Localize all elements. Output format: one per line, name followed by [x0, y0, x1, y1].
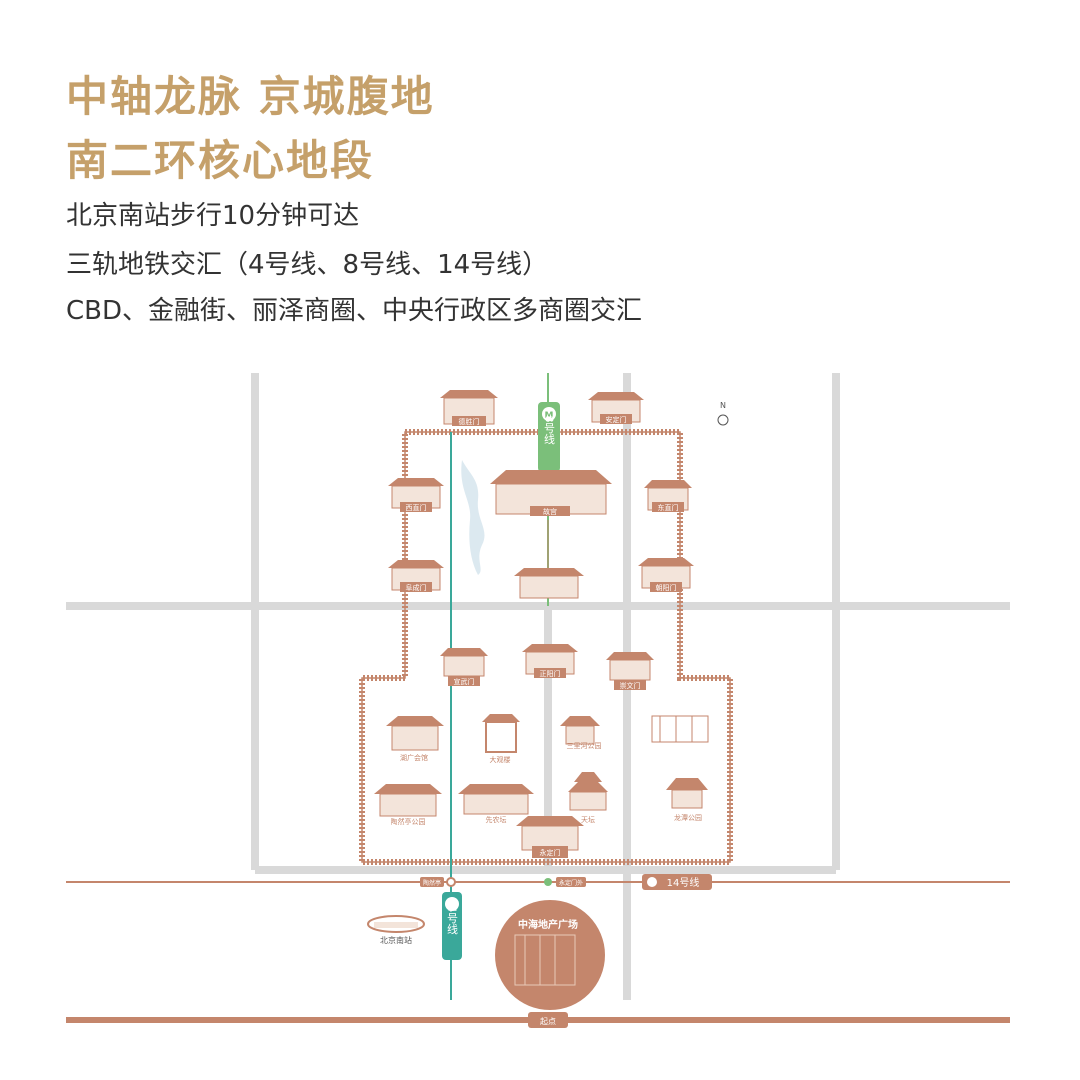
sanyuan-building [560, 716, 600, 745]
terminus-label: 起点 [540, 1017, 556, 1026]
chaoyangmen-building [638, 558, 694, 592]
qianmen-building [522, 644, 578, 678]
deshengmen-building [440, 390, 498, 426]
yongdingmenwai-station-tag [556, 877, 586, 887]
huguang-hall-label: 湖广会馆 [400, 753, 428, 762]
taoranting-building [374, 784, 442, 817]
dongzhimen-label: 东直门 [658, 503, 679, 512]
project-marker [495, 900, 605, 1010]
line8-label: 8号线 [543, 416, 556, 445]
line4-label: 4号线 [446, 906, 459, 935]
huguang-hall-building [386, 716, 444, 751]
bullet-text-2: 三轨地铁交汇（4号线、8号线、14号线） [66, 250, 549, 280]
qianmen-label: 正阳门 [540, 669, 561, 678]
chongwenmen-building [606, 652, 654, 690]
tiantan-building [568, 772, 608, 811]
tiananmen-building [514, 568, 584, 599]
longtan-top-building [651, 715, 709, 743]
xiannongtan-label: 先农坛 [486, 815, 507, 824]
terminus-tag [528, 1012, 568, 1028]
line4-badge [442, 892, 462, 960]
forbidden-city-building [490, 470, 612, 516]
taoranting-station-label: 陶然亭 [423, 879, 441, 887]
headline-line-2: 南二环核心地段 [66, 136, 375, 185]
forbidden-city-label: 故宫 [543, 507, 557, 516]
lake [461, 460, 485, 575]
dongzhimen-building [644, 480, 692, 512]
sanyuan-label: 三里河公园 [567, 742, 602, 750]
xuanwumen-building [440, 648, 488, 686]
bullet-text-1: 北京南站步行10分钟可达 [66, 201, 360, 231]
yongdingmen-label: 永定门 [540, 848, 561, 857]
bullet-text-3: CBD、金融街、丽泽商圈、中央行政区多商圈交汇 [66, 296, 643, 326]
longtan-building [666, 778, 708, 809]
daguanlou-building [482, 714, 520, 753]
daguanlou-label: 大观楼 [490, 755, 511, 764]
taoranting-label: 陶然亭公园 [391, 817, 426, 826]
xizhimen-building [388, 478, 444, 512]
longtan-label: 龙潭公园 [674, 813, 702, 822]
yongdingmenwai-station-label: 永定门外 [559, 879, 583, 887]
taoranting-station-tag [420, 877, 444, 887]
deshengmen-label: 德胜门 [459, 417, 480, 426]
xizhimen-label: 西直门 [406, 503, 427, 512]
chaoyangmen-label: 朝阳门 [656, 583, 677, 592]
taoranting-station-dot [446, 877, 456, 887]
line14-label: 14号线 [667, 876, 700, 889]
chongwenmen-label: 崇文门 [620, 681, 641, 690]
andingmen-label: 安定门 [606, 415, 627, 424]
project-label: 中海地产广场 [518, 918, 578, 931]
xuanwumen-label: 宣武门 [454, 677, 475, 686]
yongdingmen-building [516, 816, 584, 858]
city-wall [359, 429, 733, 865]
andingmen-building [588, 392, 644, 424]
headline-line-1: 中轴龙脉 京城腹地 [66, 72, 435, 121]
beijing-south-label: 北京南站 [380, 935, 412, 945]
beijing-south-building [367, 915, 425, 933]
compass-icon [717, 414, 729, 426]
yongdingmenwai-station-dot [544, 878, 552, 886]
line8-badge: M [538, 402, 560, 472]
xiannongtan-building [458, 784, 534, 815]
tiantan-label: 天坛 [581, 815, 595, 824]
line14-badge [642, 874, 712, 890]
fuchengmen-label: 阜成门 [406, 583, 427, 592]
compass-label: N [720, 401, 726, 410]
fuchengmen-building [388, 560, 444, 592]
svg-text:M: M [545, 411, 554, 421]
